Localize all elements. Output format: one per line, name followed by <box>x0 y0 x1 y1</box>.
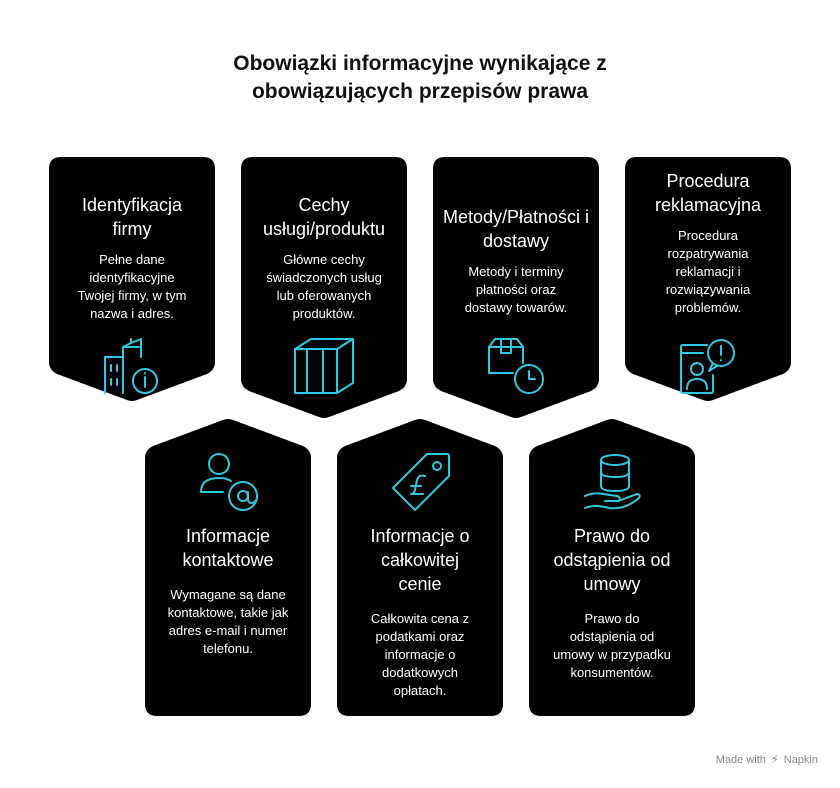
price-tag-icon <box>389 450 453 514</box>
card-shape <box>241 157 407 418</box>
card-shape <box>433 157 599 418</box>
card-shape <box>529 419 695 716</box>
package-clock-icon <box>485 335 549 397</box>
hand-coins-icon <box>581 450 645 514</box>
card-shape <box>625 157 791 401</box>
card-shape <box>49 157 215 401</box>
page-title: Obowiązki informacyjne wynikające z obow… <box>0 50 840 106</box>
box-icon <box>293 335 355 397</box>
napkin-watermark: Made with ⚡ Napkin <box>715 754 818 766</box>
complaint-user-icon <box>677 335 739 397</box>
napkin-logo-icon: ⚡ <box>770 754 779 766</box>
title-line-1: Obowiązki informacyjne wynikające z <box>233 52 607 75</box>
title-line-2: obowiązujących przepisów prawa <box>251 80 589 103</box>
card-shape <box>145 419 311 716</box>
building-info-icon <box>101 335 163 397</box>
card-shape <box>337 419 503 716</box>
user-at-icon <box>197 450 261 514</box>
